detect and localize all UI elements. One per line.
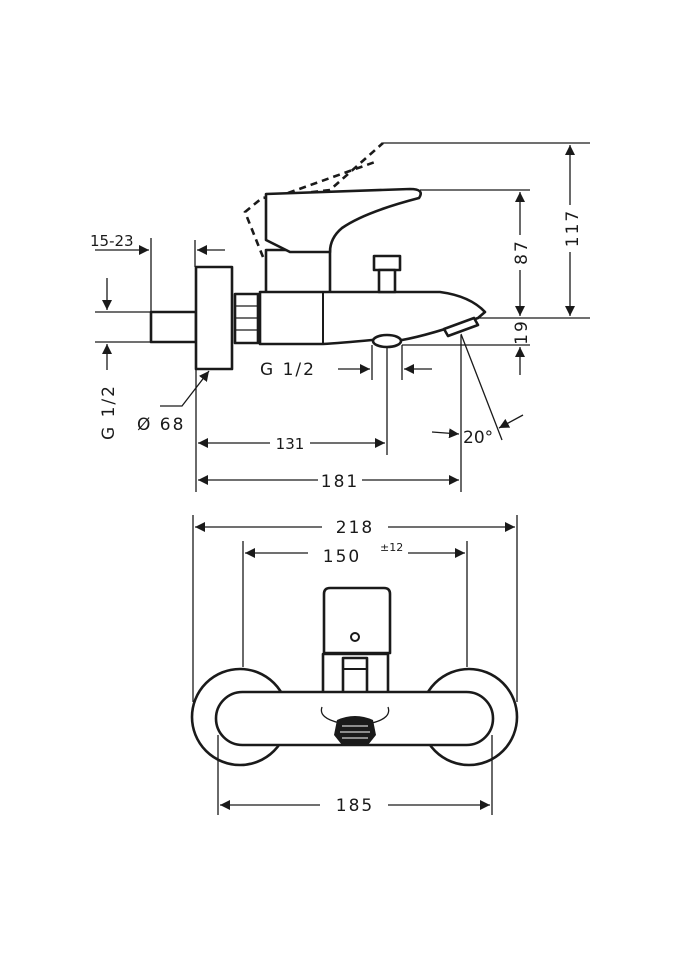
dim-center-distance: 150: [323, 547, 361, 567]
dim-bar-width: 185: [336, 796, 374, 816]
diverter-stem: [377, 268, 397, 294]
side-view: 117 87 19 15-23 G 1/2 Ø 68 G 1/2: [90, 142, 590, 492]
wall-flange: [194, 265, 234, 371]
dim-outlet-thread: G 1/2: [260, 360, 316, 380]
diverter-knob: [372, 254, 402, 272]
dim-overall-width: 218: [336, 518, 374, 538]
bottom-outlet: [371, 333, 403, 349]
dim-spout-angle: 20°: [463, 428, 493, 448]
dim-center-tolerance: ±12: [380, 541, 403, 554]
cartridge-cover: [322, 586, 392, 655]
spout-aerator: [442, 316, 480, 338]
dim-inlet-thread: G 1/2: [99, 384, 119, 440]
wall-connector: [149, 310, 198, 344]
front-view: 218 150 ±12 185: [190, 515, 519, 816]
dim-wall-range: 15-23: [90, 232, 134, 250]
mixer-body-spout: [258, 290, 487, 346]
diverter-stem-front: [341, 656, 369, 695]
dim-total-height: 117: [563, 209, 583, 247]
dim-spout-height: 19: [512, 319, 532, 345]
handle-lever: [264, 187, 422, 254]
dim-flange-diameter: Ø 68: [137, 415, 185, 435]
cover-screw: [350, 632, 360, 642]
bottom-outlet-front: [334, 716, 376, 745]
lever-raised-outline: [243, 142, 384, 258]
cartridge-column: [264, 248, 332, 296]
dim-lever-height: 87: [512, 239, 532, 265]
dim-spout-projection: 181: [321, 472, 359, 492]
dim-outlet-distance: 131: [276, 435, 305, 453]
